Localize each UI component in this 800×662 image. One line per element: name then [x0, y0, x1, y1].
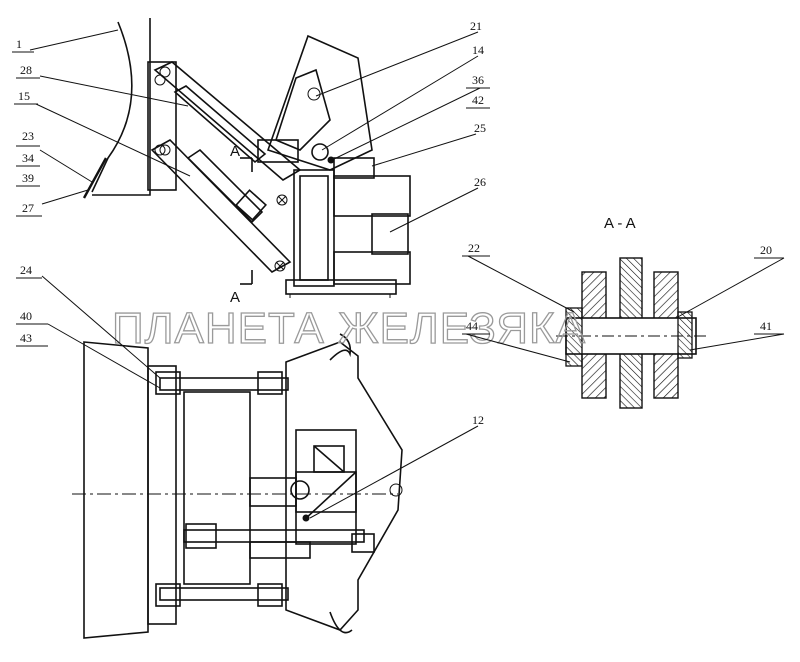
callout-21: 21 — [470, 19, 482, 33]
callout-43: 43 — [20, 331, 32, 345]
callout-36: 36 — [472, 73, 484, 87]
section-marker-bottom: A — [230, 289, 240, 306]
callout-1: 1 — [16, 37, 22, 51]
callout-20: 20 — [760, 243, 772, 257]
callout-28: 28 — [20, 63, 32, 77]
callout-24: 24 — [20, 263, 32, 277]
callout-23: 23 — [22, 129, 34, 143]
callout-27: 27 — [22, 201, 34, 215]
callout-26: 26 — [474, 175, 486, 189]
watermark: ПЛАНЕТА ЖЕЛЕЗЯКА — [112, 304, 586, 353]
section-marker-top: A — [230, 143, 240, 160]
top-view — [82, 18, 411, 298]
section-view — [556, 257, 706, 409]
front-view — [72, 333, 403, 639]
callout-14: 14 — [472, 43, 484, 57]
callout-34: 34 — [22, 151, 34, 165]
callout-41: 41 — [760, 319, 772, 333]
callout-42: 42 — [472, 93, 484, 107]
callout-40: 40 — [20, 309, 32, 323]
callout-labels: 1 28 15 23 34 39 27 21 14 36 42 25 26 24… — [12, 19, 784, 427]
callout-15: 15 — [18, 89, 30, 103]
callout-25: 25 — [474, 121, 486, 135]
callout-22: 22 — [468, 241, 480, 255]
leader-lines — [29, 29, 785, 519]
section-markers: A A A - A — [230, 143, 636, 306]
callout-39: 39 — [22, 171, 34, 185]
callout-44: 44 — [466, 319, 478, 333]
section-title: A - A — [604, 215, 636, 232]
callout-12: 12 — [472, 413, 484, 427]
